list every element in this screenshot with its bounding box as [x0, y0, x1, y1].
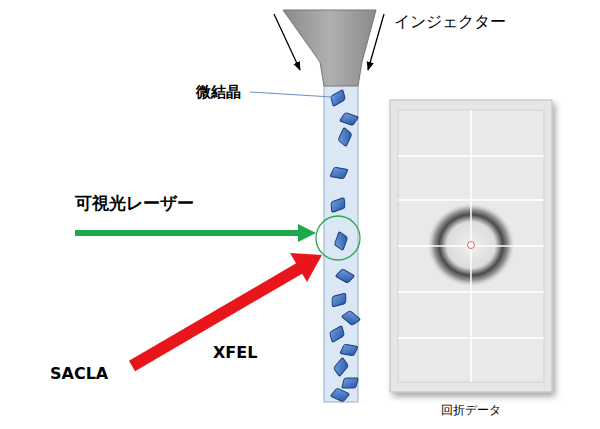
injector-pointer: [368, 14, 384, 70]
laser-label: 可視光レーザー: [75, 193, 194, 213]
injector-pointer: [274, 14, 300, 70]
injector-nozzle: [283, 10, 376, 86]
laser-beam: [75, 230, 300, 236]
leader-line: [250, 92, 332, 97]
detector-label: 回折データ: [441, 403, 501, 417]
microcrystals: [330, 90, 361, 402]
laser-arrowhead: [298, 224, 316, 242]
injector-label: インジェクター: [394, 12, 506, 31]
xfel-label: XFEL: [213, 343, 257, 362]
interaction-circle: [316, 216, 360, 260]
detector: [390, 100, 552, 392]
crystal-label: 微結晶: [196, 83, 241, 101]
xfel-arrowhead: [290, 253, 322, 282]
liquid-stream: [324, 82, 358, 402]
source-label: SACLA: [50, 364, 108, 383]
xfel-beam: [132, 268, 300, 366]
